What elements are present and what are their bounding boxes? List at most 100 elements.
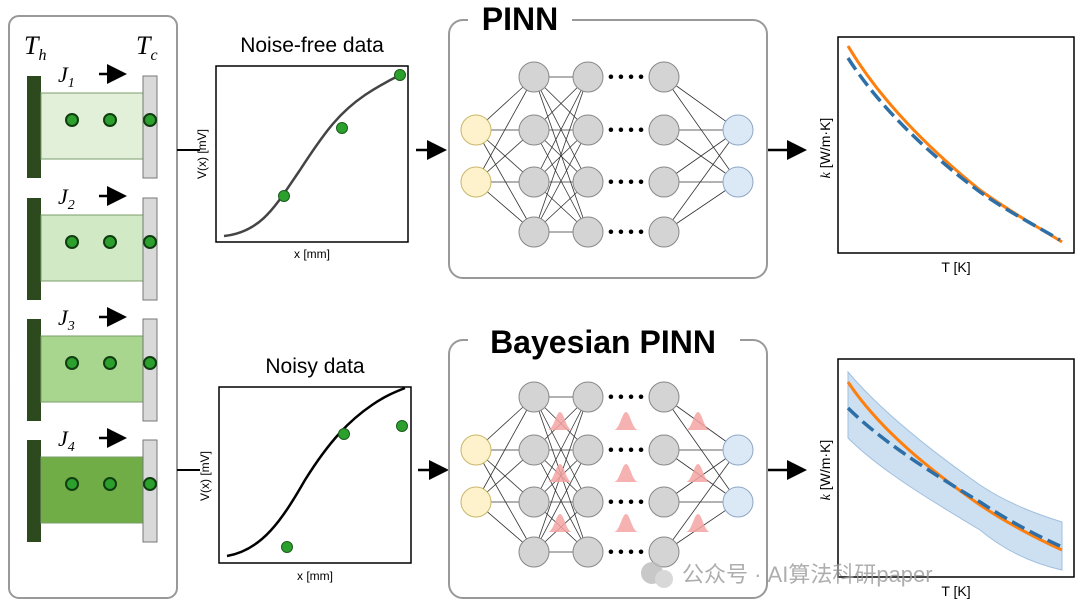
setup-row: J4 <box>27 426 158 543</box>
probe-point <box>65 477 79 491</box>
ellipsis-icon: • • • • <box>608 174 644 191</box>
weight-distribution-icon <box>686 464 710 482</box>
hot-reservoir <box>27 319 41 421</box>
probe-point <box>65 356 79 370</box>
probe-point <box>143 477 157 491</box>
pinn-panel: PINN • • • •• • • •• • • •• • • • <box>448 1 768 279</box>
ground-truth-curve <box>846 57 1061 242</box>
network-node <box>572 61 604 93</box>
data-point <box>281 541 293 553</box>
heat-flux-label: J4 <box>58 426 75 455</box>
noise-free-curve <box>223 73 401 238</box>
weight-edge <box>475 76 535 183</box>
sample-bar <box>40 335 144 403</box>
network-node <box>648 216 680 248</box>
network-node <box>460 166 492 198</box>
noise-free-title: Noise-free data <box>240 34 384 57</box>
network-node <box>518 166 550 198</box>
network-node <box>572 536 604 568</box>
watermark-text: 公众号 · AI算法科研paper <box>682 562 933 587</box>
weight-distribution-icon <box>686 412 710 430</box>
noisy-data-panel: Noisy data x [mm] V(x) [mV] <box>198 355 412 583</box>
network-node <box>648 536 680 568</box>
weight-distribution-icon <box>614 464 638 482</box>
network-node <box>722 166 754 198</box>
probe-point <box>65 113 79 127</box>
setup-row: J3 <box>27 305 158 422</box>
top-xlabel: T [K] <box>941 259 970 275</box>
data-point <box>278 190 290 202</box>
hot-reservoir <box>27 76 41 178</box>
network-node <box>518 216 550 248</box>
weight-edge <box>475 449 535 553</box>
heat-flux-label: J3 <box>58 305 75 334</box>
weight-edge <box>533 76 589 233</box>
noise-free-xlabel: x [mm] <box>294 247 330 261</box>
ellipsis-icon: • • • • <box>608 69 644 86</box>
network-node <box>648 166 680 198</box>
network-node <box>518 486 550 518</box>
noise-free-ylabel: V(x) [mV] <box>195 129 209 179</box>
probe-point <box>143 356 157 370</box>
network-node <box>518 381 550 413</box>
weight-edge <box>475 396 535 503</box>
network-node <box>518 434 550 466</box>
network-node <box>722 114 754 146</box>
top-ylabel: k [W/m·K] <box>817 118 834 179</box>
wechat-icon-bubble <box>655 570 673 588</box>
ellipsis-icon: • • • • <box>608 224 644 241</box>
network-node <box>518 536 550 568</box>
weight-edge <box>533 396 589 503</box>
hot-reservoir <box>27 440 41 542</box>
weight-distribution-icon <box>548 514 572 532</box>
weight-edge <box>533 129 589 233</box>
network-node <box>572 216 604 248</box>
weight-distribution-icon <box>614 514 638 532</box>
probe-point <box>65 235 79 249</box>
ellipsis-icon: • • • • <box>608 442 644 459</box>
result-plot-top: T [K] k [W/m·K] <box>817 36 1075 275</box>
data-point <box>338 428 350 440</box>
probe-point <box>143 235 157 249</box>
data-point <box>336 122 348 134</box>
flow-arrows <box>416 140 807 480</box>
network-node <box>648 434 680 466</box>
weight-edge <box>475 129 535 233</box>
posterior-mean-curve <box>846 406 1061 548</box>
ellipsis-icon: • • • • <box>608 389 644 406</box>
probe-point <box>103 477 117 491</box>
network-node <box>722 434 754 466</box>
ellipsis-icon: • • • • <box>608 494 644 511</box>
uncertainty-band <box>847 370 1063 571</box>
network-node <box>572 486 604 518</box>
probe-point <box>143 113 157 127</box>
noise-free-data-panel: Noise-free data x [mm] V(x) [mV] <box>195 34 409 261</box>
probe-point <box>103 113 117 127</box>
data-point <box>396 420 408 432</box>
weight-edge <box>663 396 739 503</box>
bayesian-pinn-panel: Bayesian PINN • • • •• • • •• • • •• • •… <box>448 322 768 599</box>
noisy-title: Noisy data <box>265 355 365 378</box>
pinn-title: PINN <box>482 1 558 37</box>
network-node <box>518 61 550 93</box>
weight-distribution-icon <box>548 412 572 430</box>
weight-edge <box>533 76 589 183</box>
ellipsis-icon: • • • • <box>608 544 644 561</box>
network-node <box>518 114 550 146</box>
network-node <box>460 434 492 466</box>
network-node <box>572 434 604 466</box>
network-node <box>460 486 492 518</box>
weight-edge <box>533 449 589 553</box>
cold-side-label: Tc <box>136 31 158 64</box>
bottom-ylabel: k [W/m·K] <box>817 440 834 501</box>
hot-reservoir <box>27 198 41 300</box>
network-node <box>722 486 754 518</box>
weight-edge <box>663 76 739 183</box>
bottom-xlabel: T [K] <box>941 583 970 599</box>
network-node <box>572 381 604 413</box>
sample-bar <box>40 92 144 160</box>
setup-row: J2 <box>27 184 158 301</box>
hot-side-label: Th <box>24 31 46 64</box>
